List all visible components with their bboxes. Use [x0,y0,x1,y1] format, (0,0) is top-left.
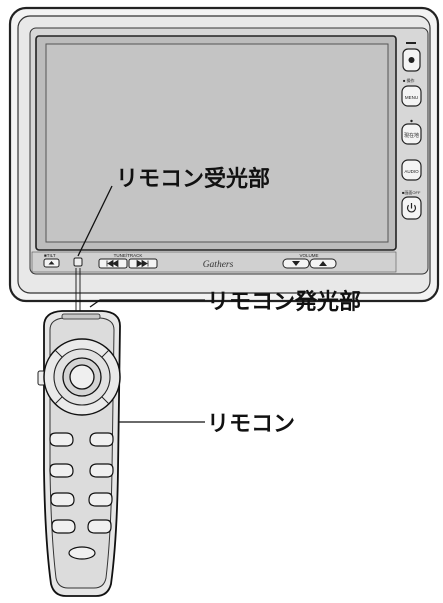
display-screen [45,43,389,243]
remote-receiver-window [73,257,83,267]
remote-button-right-1[interactable] [89,432,114,447]
side-button-column: ■ 操作 MENU 現在地 AUDIO ■画面OFF [401,42,422,220]
remote-button-grid [49,432,114,560]
receiver-leader-line [77,185,113,257]
remote-control [37,310,121,597]
remote-emitter-window [61,313,101,320]
remote-button-left-4[interactable] [51,519,76,534]
tilt-label: ■TILT [44,253,56,258]
volume-label: VOLUME [299,253,318,258]
remote-direction-pad[interactable] [43,338,121,416]
remote-button-right-4[interactable] [87,519,112,534]
power-icon [406,204,417,213]
genzaichi-indicator-icon [410,119,413,123]
remote-button-right-3[interactable] [88,492,113,507]
remote-button-left-1[interactable] [49,432,74,447]
navigation-head-unit: ■ 操作 MENU 現在地 AUDIO ■画面OFF ■TILT TUNE/TR… [8,6,440,303]
volume-down-icon [292,261,300,266]
tune-track-label: TUNE/TRACK [114,253,143,258]
callout-receiver-label: リモコン受光部 [116,166,270,192]
remote-button-left-3[interactable] [50,492,75,507]
tilt-icon [48,261,55,265]
track-next-icon [136,259,149,268]
remote-button-left-2[interactable] [49,463,74,478]
volume-up-icon [319,261,327,266]
menu-button[interactable] [401,85,422,107]
audio-button-label: AUDIO [404,169,419,174]
genzaichi-button[interactable] [401,123,422,145]
brand-logo: Gathers [203,260,234,270]
emitter-leader-line [89,299,205,308]
callout-emitter-label: リモコン発光部 [207,289,361,315]
callout-remote-label: リモコン [207,412,295,437]
remote-button-right-2[interactable] [89,463,114,478]
power-small-label: ■画面OFF [402,190,421,195]
joystick-button[interactable] [69,364,95,390]
track-prev-icon [106,259,119,268]
disc-slot-icon [406,42,416,44]
genzaichi-button-label: 現在地 [404,132,419,139]
menu-small-label: ■ 操作 [403,77,415,83]
menu-button-label: MENU [405,95,418,100]
eject-button-icon [408,57,415,63]
audio-button[interactable] [401,159,422,181]
remote-button-bottom[interactable] [68,546,96,560]
bottom-control-row: ■TILT TUNE/TRACK Gathers VOLUME [43,253,337,270]
